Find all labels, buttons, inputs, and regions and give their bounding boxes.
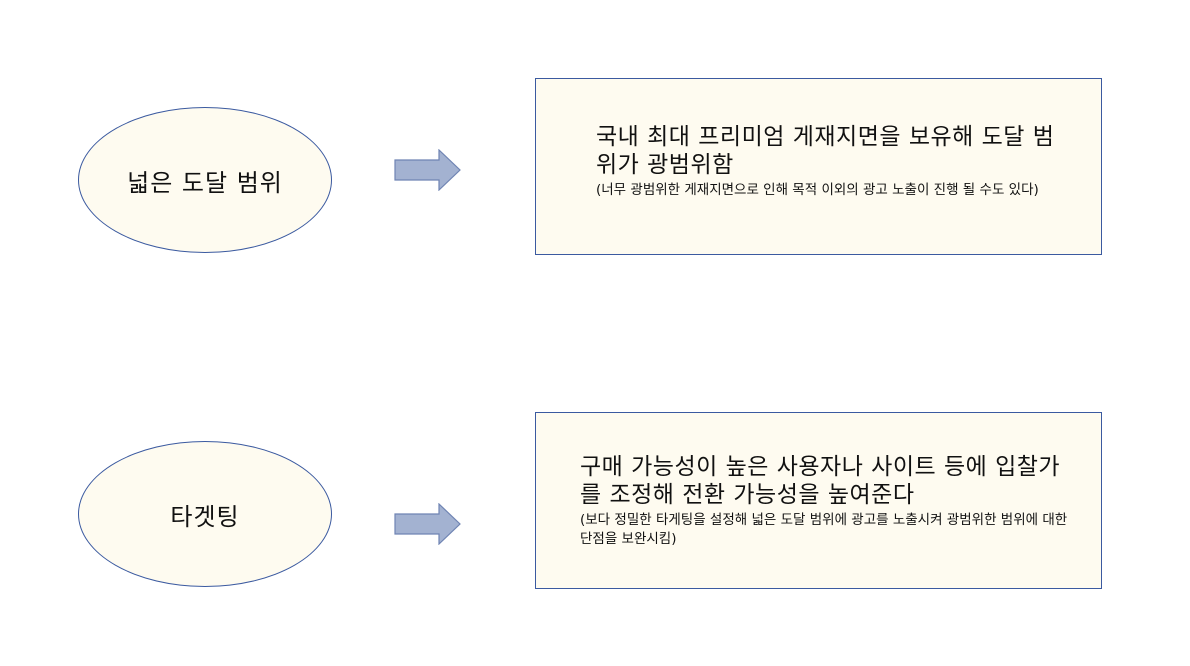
arrow-right-icon xyxy=(394,503,461,545)
description-main-text: 국내 최대 프리미엄 게재지면을 보유해 도달 범위가 광범위함 xyxy=(596,124,1055,178)
ellipse-targeting: 타겟팅 xyxy=(78,441,332,587)
ellipse-label: 타겟팅 xyxy=(170,502,240,531)
ellipse-wide-reach: 넓은 도달 범위 xyxy=(78,107,332,253)
description-box-targeting: 구매 가능성이 높은 사용자나 사이트 등에 입찰가를 조정해 전환 가능성을 … xyxy=(535,412,1102,589)
description-box-wide-reach: 국내 최대 프리미엄 게재지면을 보유해 도달 범위가 광범위함 (너무 광범위… xyxy=(535,78,1102,255)
arrow-right-icon xyxy=(394,149,461,191)
ellipse-label: 넓은 도달 범위 xyxy=(127,168,283,197)
description-sub-text: (너무 광범위한 게재지면으로 인해 목적 이외의 광고 노출이 진행 될 수도… xyxy=(596,182,1039,198)
description-sub-text: (보다 정밀한 타게팅을 설정해 넓은 도달 범위에 광고를 노출시켜 광범위한… xyxy=(580,512,1068,547)
description-main-text: 구매 가능성이 높은 사용자나 사이트 등에 입찰가를 조정해 전환 가능성을 … xyxy=(580,454,1061,508)
